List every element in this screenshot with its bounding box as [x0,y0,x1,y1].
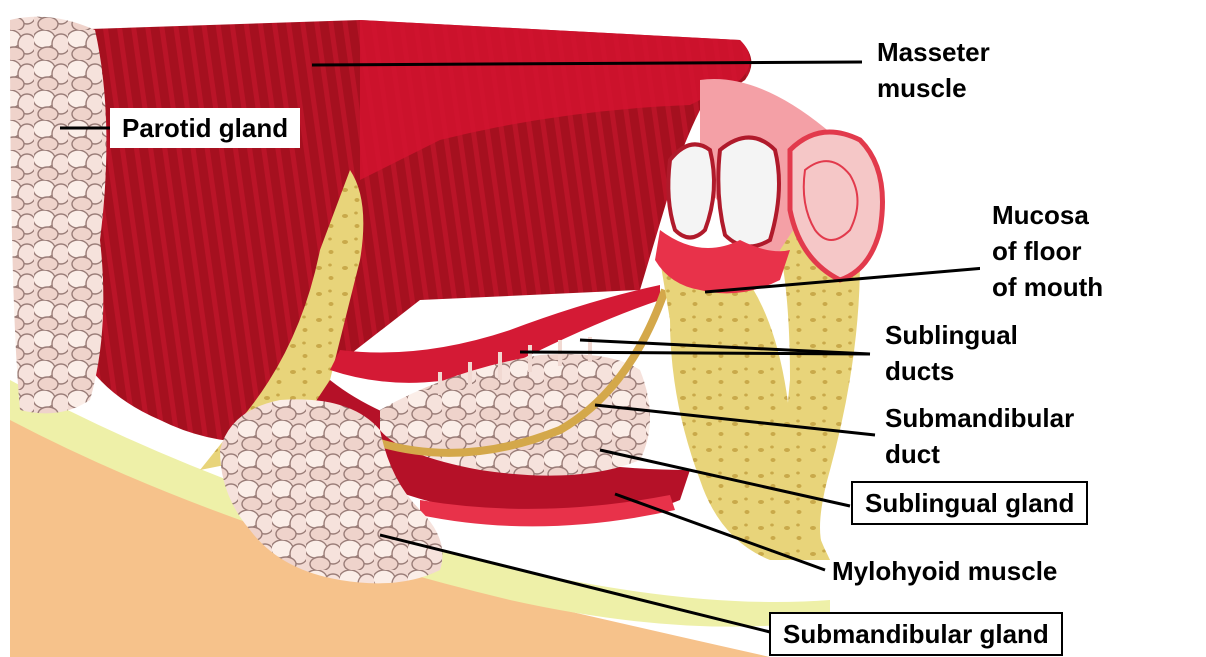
label-sublingual-ducts: Sublingual ducts [885,317,1018,389]
label-sublingual-gland: Sublingual gland [851,481,1088,525]
label-masseter-muscle: Masseter muscle [877,34,990,106]
label-parotid-gland: Parotid gland [110,108,300,148]
label-mucosa-floor-of-mouth: Mucosa of floor of mouth [980,195,1115,307]
label-submandibular-gland: Submandibular gland [769,612,1063,656]
tooth-right [718,138,779,247]
parotid-gland-shape [10,17,106,414]
tooth-left [668,144,714,237]
label-mylohyoid-muscle: Mylohyoid muscle [832,553,1057,589]
label-submandibular-duct: Submandibular duct [885,400,1074,472]
